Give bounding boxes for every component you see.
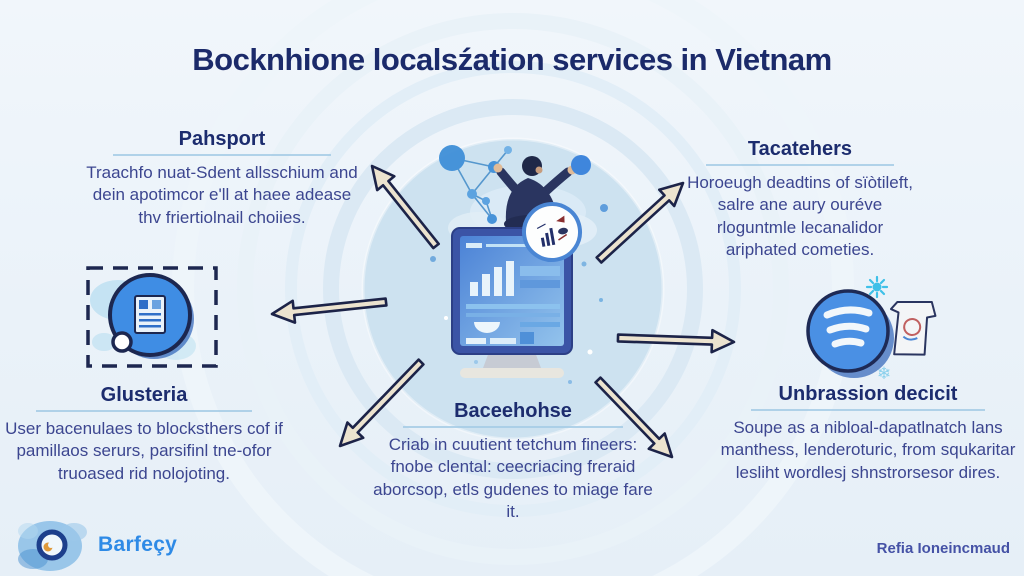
section-clusteria: Glusteria User bacenulaes to blocksthers… [5, 384, 283, 485]
section-teachers: Tacatehers Horoeugh deadtins of sïòtilef… [680, 138, 920, 262]
document-icon [86, 266, 218, 368]
credit-text: Refia Ioneincmaud [876, 540, 1010, 557]
section-body: Criab in cuutient tetchum fineers: fnobe… [373, 435, 653, 522]
arrow-right [616, 328, 736, 354]
heading-underline [751, 409, 985, 411]
heading-underline [35, 410, 253, 412]
person-illustration [493, 155, 591, 233]
network-graph-icon [439, 145, 512, 224]
blue-ball-icon [571, 155, 591, 175]
section-basehouse: Baceehohse Criab in cuutient tetchum fin… [372, 400, 654, 524]
section-heading: Glusteria [100, 384, 188, 406]
arrow-up-right [595, 181, 685, 264]
section-body: Traachfo nuat-Sdent allsschium and dein … [86, 163, 358, 227]
section-body: Soupe as a nibloal-dapatlnatch lans mant… [720, 418, 1016, 482]
logo-text: Barfeçy [98, 533, 178, 556]
snowflake-icon: ❄ [877, 364, 891, 383]
magnifier-stats-badge [522, 202, 582, 262]
section-heading: Tacatehers [747, 138, 853, 160]
arrow-up-left [370, 164, 441, 250]
lens-icon [111, 331, 133, 353]
section-heading: Pahsport [178, 128, 266, 150]
arrow-left [270, 297, 388, 324]
decor-dots [430, 204, 608, 384]
section-unbrassion: Unbrassion decicit Soupe as a nibloal-da… [718, 383, 1018, 484]
dashed-frame [86, 266, 218, 368]
section-passport: Pahsport Traachfo nuat-Sdent allsschium … [82, 128, 362, 229]
sun-icon [865, 275, 889, 299]
heading-underline [403, 426, 623, 428]
heading-underline [706, 164, 894, 166]
section-heading: Baceehohse [454, 400, 572, 422]
monitor-dashboard-illustration [451, 227, 573, 378]
audio-waves-icon: ❄ [806, 275, 937, 383]
section-body: Horoeugh deadtins of sïòtileft, salre an… [687, 173, 913, 260]
tshirt-icon [889, 301, 937, 356]
section-body: User bacenulaes to blocksthers cof if pa… [5, 419, 283, 483]
swirl-logo-icon [18, 521, 87, 571]
heading-underline [112, 154, 332, 156]
page-title: Bocknhione localsźation services in Viet… [192, 42, 832, 77]
cloud-shapes [448, 185, 597, 247]
section-heading: Unbrassion decicit [778, 383, 958, 405]
